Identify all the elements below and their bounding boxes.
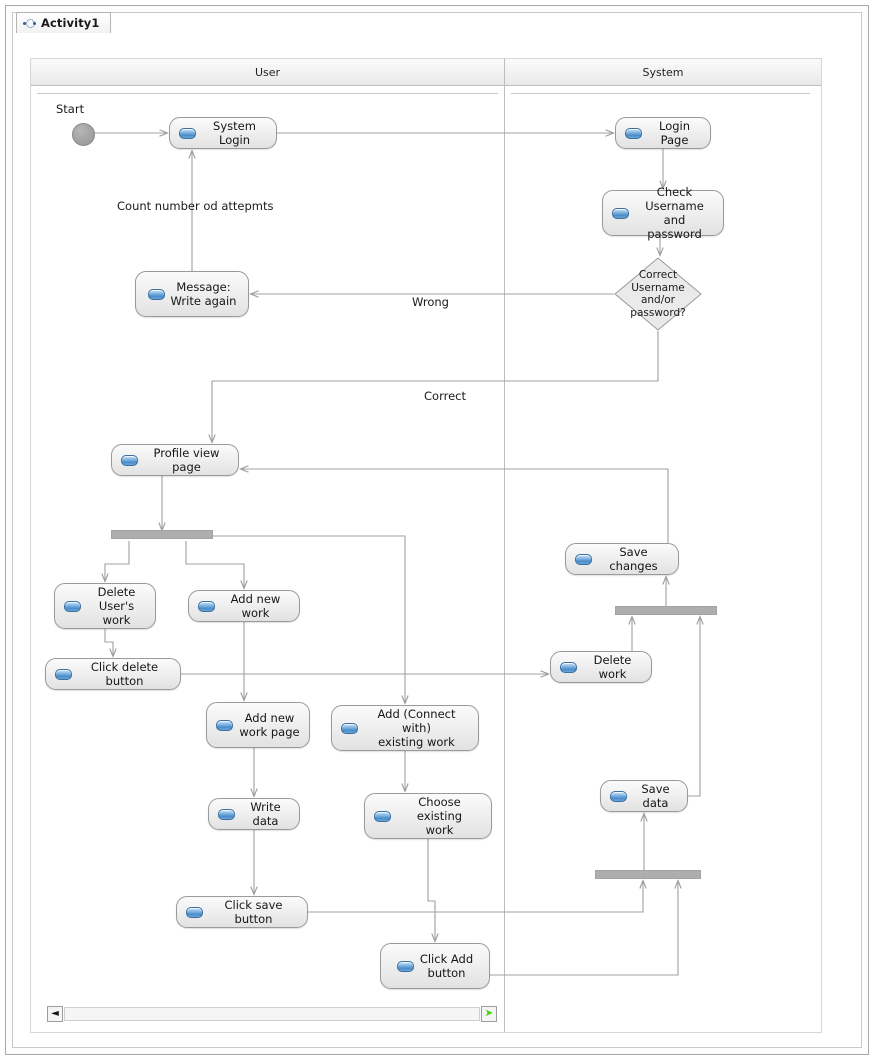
action-label: System Login (213, 119, 256, 147)
action-write-data[interactable]: Write data (208, 798, 300, 830)
edge-delete-users-work-to-click-delete (104, 629, 113, 656)
tab-activity1[interactable]: Activity1 (16, 12, 111, 33)
initial-node-label: Start (56, 102, 85, 116)
edge-label-wrong: Wrong (412, 295, 449, 309)
action-choose-existing-work[interactable]: Choose existing work (364, 793, 492, 839)
action-delete-work[interactable]: Delete work (550, 651, 652, 683)
action-system-login[interactable]: System Login (169, 117, 277, 149)
action-label: Click Add button (419, 952, 474, 980)
action-label: Check Username and password (645, 185, 704, 241)
edge-decision-correct-to-profile (212, 331, 659, 442)
edge-fork-to-add-new-work (185, 541, 244, 588)
action-label: Profile view page (153, 446, 220, 474)
action-icon (147, 288, 165, 300)
action-icon (55, 668, 72, 680)
diagram-canvas[interactable]: User System (30, 58, 822, 1033)
action-click-add-button[interactable]: Click Add button (380, 943, 490, 989)
scroll-left-arrow-icon: ◄ (51, 1007, 59, 1019)
action-label: Delete User's work (97, 585, 136, 627)
edge-label-correct: Correct (424, 389, 466, 403)
action-icon (610, 790, 627, 802)
action-message-write-again[interactable]: Message: Write again (135, 271, 249, 317)
action-label: Add new work page (239, 711, 300, 739)
action-label: Click delete button (90, 660, 159, 688)
action-icon (575, 553, 592, 565)
action-check-credentials[interactable]: Check Username and password (602, 185, 724, 241)
action-label: Choose existing work (416, 795, 463, 837)
initial-node[interactable] (72, 123, 95, 146)
scroll-track[interactable] (64, 1006, 480, 1021)
editor-window: Activity1 User System (5, 5, 869, 1055)
action-icon (64, 600, 81, 612)
action-icon (121, 454, 138, 466)
edge-choose-existing-to-click-add (427, 839, 435, 941)
fork-node-profile[interactable] (111, 530, 213, 539)
swimlane-header-system: System (505, 59, 821, 86)
horizontal-scrollbar[interactable]: ◄ ➤ (47, 1005, 497, 1022)
swimlane-rule-system (511, 93, 810, 94)
edge-label-count-attempts: Count number od attepmts (117, 199, 274, 213)
join-node-system-upper[interactable] (615, 606, 717, 615)
action-profile-view-page[interactable]: Profile view page (111, 444, 239, 476)
action-delete-users-work[interactable]: Delete User's work (54, 583, 156, 629)
action-save-data[interactable]: Save data (600, 780, 688, 812)
action-click-delete-button[interactable]: Click delete button (45, 658, 181, 690)
action-label: Add new work (230, 592, 281, 620)
edge-click-save-to-join2 (308, 881, 643, 913)
action-label: Write data (250, 800, 281, 828)
action-label: Save changes (609, 545, 658, 573)
tab-label: Activity1 (41, 16, 100, 30)
action-icon (560, 661, 577, 673)
edge-save-data-to-join1 (688, 617, 700, 797)
action-icon (374, 810, 391, 822)
activity-diagram-icon (23, 18, 36, 29)
scroll-left-button[interactable]: ◄ (47, 1005, 63, 1022)
decision-diamond-shape (614, 257, 702, 331)
edge-fork-to-delete-users-work (105, 541, 130, 581)
join-node-system-lower[interactable] (595, 870, 701, 879)
action-login-page[interactable]: Login Page (615, 117, 711, 149)
decision-node-correct-credentials[interactable]: Correct Username and/or password? (614, 257, 702, 331)
action-label: Save data (641, 782, 670, 810)
action-add-new-work-page[interactable]: Add new work page (206, 702, 310, 748)
action-icon (625, 127, 642, 139)
action-add-connect-existing-work[interactable]: Add (Connect with) existing work (331, 705, 479, 751)
edge-save-changes-to-profile (241, 469, 669, 543)
action-label: Click save button (224, 898, 283, 926)
action-icon (216, 719, 234, 731)
swimlane-title-user: User (254, 65, 281, 79)
action-label: Message: Write again (170, 280, 237, 308)
action-icon (341, 722, 358, 734)
connector-layer (92, 59, 823, 976)
swimlane-header-user: User (31, 59, 504, 86)
swimlane-title-system: System (642, 65, 684, 79)
scroll-right-button[interactable]: ➤ (481, 1005, 497, 1022)
action-icon (198, 600, 215, 612)
action-icon (179, 127, 196, 139)
action-icon (186, 906, 203, 918)
scroll-right-arrow-icon: ➤ (484, 1007, 494, 1019)
action-label: Add (Connect with) existing work (377, 707, 456, 749)
action-icon (396, 960, 414, 972)
decision-label: Correct Username and/or password? (630, 269, 686, 319)
swimlane-divider (504, 59, 505, 1032)
edge-fork-to-add-connect-work (213, 535, 405, 703)
action-save-changes[interactable]: Save changes (565, 543, 679, 575)
action-label: Login Page (658, 119, 691, 147)
swimlane-rule-user (37, 93, 498, 94)
edge-click-add-to-join2 (490, 881, 678, 976)
action-add-new-work[interactable]: Add new work (188, 590, 300, 622)
action-click-save-button[interactable]: Click save button (176, 896, 308, 928)
action-icon (218, 808, 235, 820)
action-label: Delete work (593, 653, 632, 681)
action-icon (612, 207, 629, 219)
